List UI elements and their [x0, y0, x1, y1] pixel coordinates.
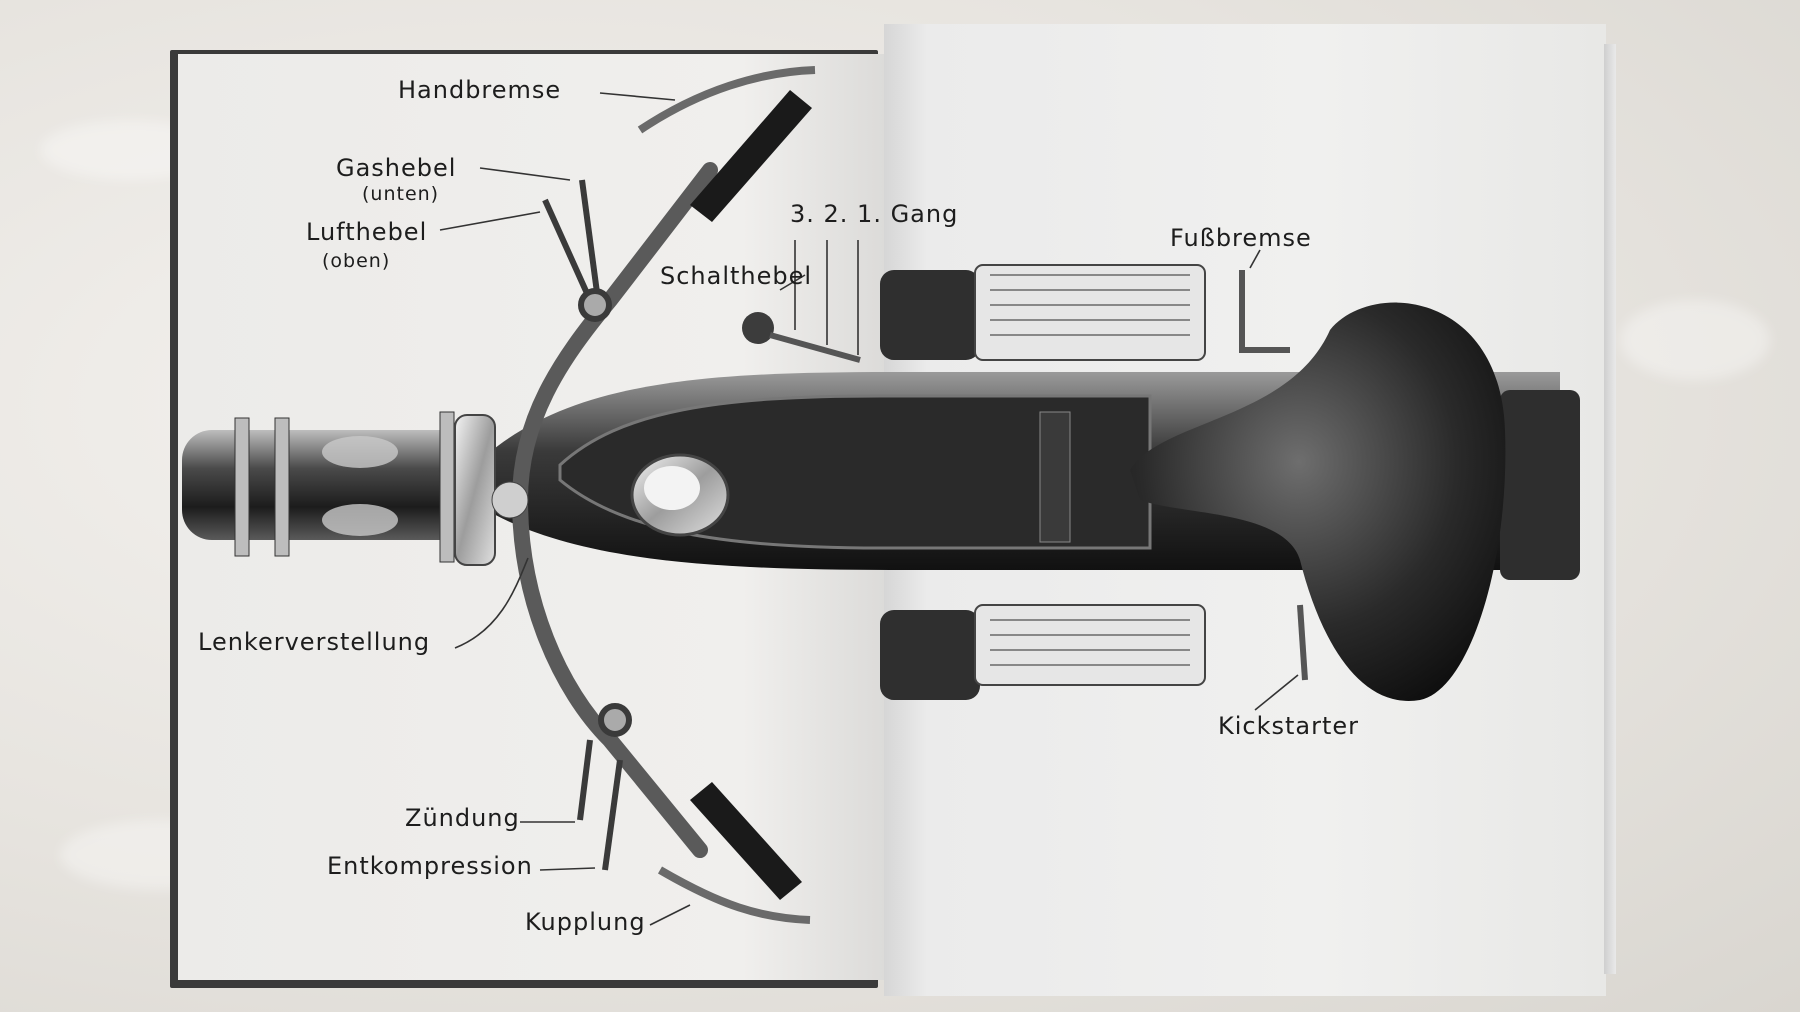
label-schalthebel: Schalthebel	[660, 262, 813, 290]
label-lufthebel: Lufthebel	[306, 218, 428, 246]
clutch-lever	[657, 866, 811, 924]
label-handbremse: Handbremse	[398, 76, 562, 104]
foot-brake-pedal	[1239, 270, 1290, 353]
kickstarter-lever	[1297, 604, 1308, 681]
label-lufthebel-note: (oben)	[322, 250, 391, 272]
leader-lines	[439, 92, 1299, 926]
label-zuendung: Zündung	[405, 804, 520, 832]
front-fork	[182, 411, 482, 563]
gear-lever	[742, 312, 861, 363]
engine-cylinder-top	[880, 264, 1206, 361]
label-lenkerverstellung: Lenkerverstellung	[198, 628, 431, 656]
page-block-edge	[1604, 44, 1616, 974]
control-levers	[542, 179, 632, 871]
label-entkompression: Entkompression	[327, 852, 533, 880]
handlebar-grips	[690, 90, 812, 900]
label-kupplung: Kupplung	[525, 908, 646, 936]
saddle	[1130, 302, 1506, 701]
steering-head	[454, 414, 529, 566]
engine-cylinder-bottom	[880, 604, 1206, 700]
cloth-fold	[1620, 300, 1770, 380]
label-gashebel-note: (unten)	[362, 183, 440, 205]
label-gang: 3. 2. 1. Gang	[790, 200, 959, 228]
label-fussbremse: Fußbremse	[1170, 224, 1312, 252]
label-kickstarter: Kickstarter	[1218, 712, 1360, 740]
label-gashebel: Gashebel	[336, 154, 457, 182]
brake-lever	[637, 66, 816, 134]
